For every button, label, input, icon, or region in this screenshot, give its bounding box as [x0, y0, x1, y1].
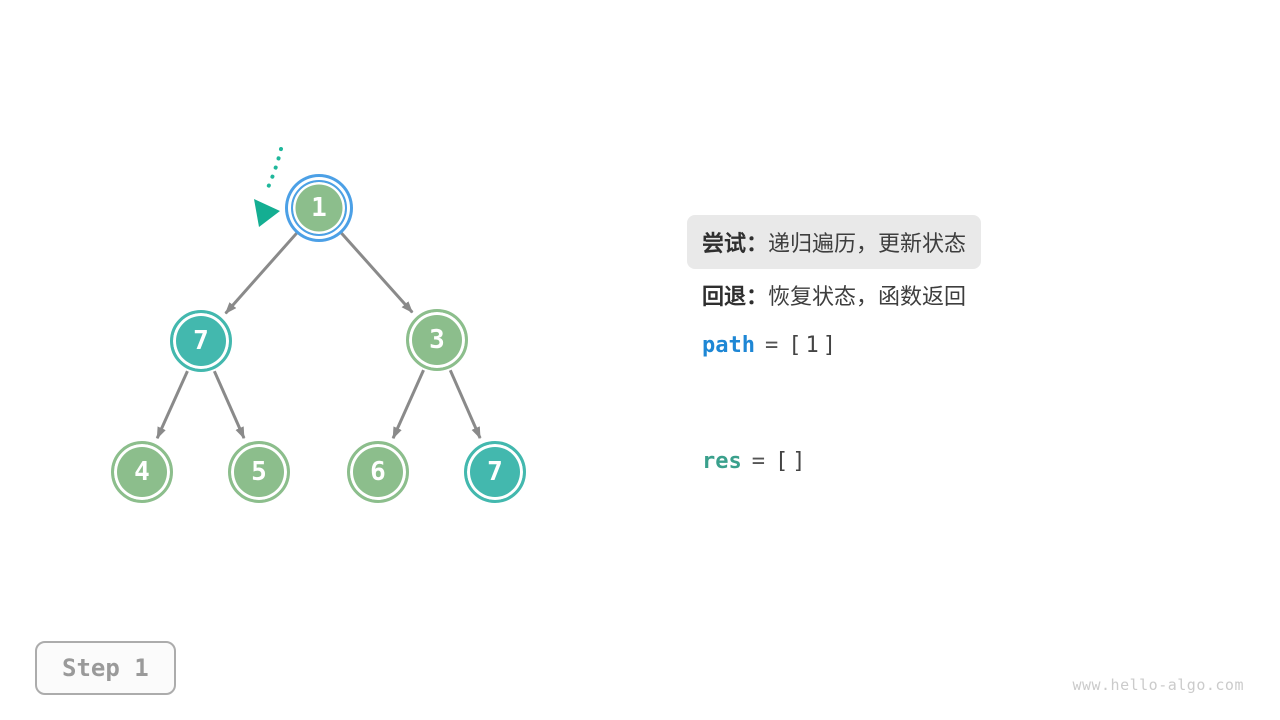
backtrack-line: 回退：恢复状态，函数返回 [702, 279, 966, 311]
path-variable-name: path [702, 333, 755, 358]
res-value: [] [775, 449, 810, 474]
res-equals-sign: = [751, 449, 765, 474]
tree-node-leaf-4: 4 [111, 441, 173, 503]
visit-pointer-dotted-line [264, 147, 283, 194]
tree-edge [155, 370, 189, 440]
backtrack-text: 恢复状态，函数返回 [768, 284, 967, 309]
path-equals-sign: = [764, 333, 779, 358]
try-highlight-box: 尝试：递归遍历，更新状态 [687, 215, 982, 269]
backtrack-label: 回退： [702, 284, 769, 309]
tree-node-right-3: 3 [406, 309, 468, 371]
res-variable-line: res = [] [702, 449, 810, 474]
try-label: 尝试： [702, 231, 769, 256]
step-badge: Step 1 [35, 641, 176, 695]
tree-node-leaf-5: 5 [228, 441, 290, 503]
tree-edges-layer [155, 147, 482, 440]
tree-node-leaf-7: 7 [464, 441, 526, 503]
watermark: www.hello-algo.com [1072, 676, 1244, 694]
tree-edges [155, 231, 482, 440]
visit-pointer-arrowhead-icon [254, 199, 280, 227]
tree-node-leaf-6: 6 [347, 441, 409, 503]
try-text: 递归遍历，更新状态 [768, 231, 967, 256]
path-variable-line: path = [1] [702, 333, 840, 358]
tree-edge [391, 369, 425, 440]
tree-edge [339, 231, 414, 314]
res-variable-name: res [702, 449, 742, 474]
tree-edge [448, 369, 482, 440]
path-value: [1] [788, 333, 840, 358]
tree-node-left-7: 7 [170, 310, 232, 372]
tree-edge [224, 231, 299, 315]
tree-node-root-1: 1 [291, 180, 347, 236]
tree-edge [212, 370, 246, 440]
